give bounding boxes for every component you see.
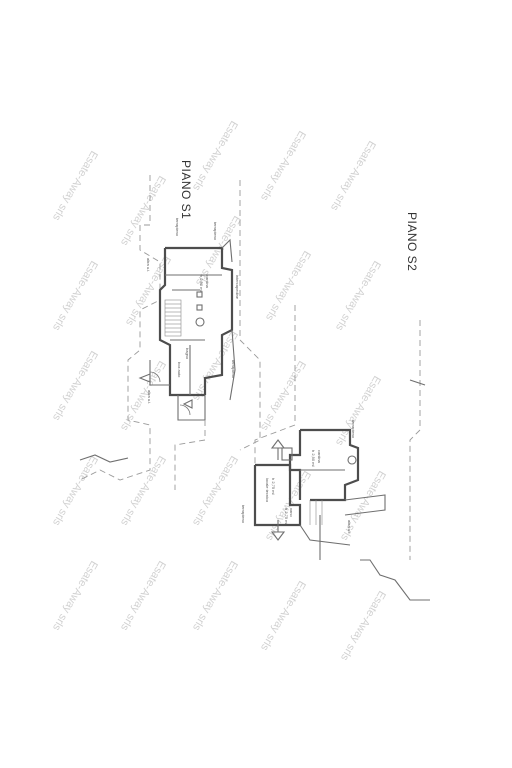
watermark-text: Esate-Away srls (118, 559, 168, 634)
s1-terrapieno-label-3: terrapieno (231, 360, 236, 379)
s1-cantina-height: h 2,90 ml (199, 275, 204, 292)
floor-s1-plan (79, 175, 261, 490)
watermark-text: Esate-Away srls (338, 589, 388, 664)
watermark-text: Esate-Away srls (50, 454, 100, 529)
floor-s1-title: PIANO S1 (179, 160, 193, 219)
s2-locale-height: h 2,75 ml (271, 478, 276, 495)
watermark-text: Esate-Away srls (333, 374, 383, 449)
watermark-text: Esate-Away srls (118, 454, 168, 529)
s2-cantina-label: cantina (317, 450, 322, 464)
watermark-text: Esate-Away srls (118, 359, 168, 434)
s1-terrapieno-label-2: terrapieno (213, 222, 218, 241)
s2-altra-ui-label: altra u.i. (347, 520, 352, 534)
watermark-text: Esate-Away srls (50, 149, 100, 224)
watermark-text: Esate-Away srls (190, 119, 240, 194)
s1-box-auto-label: box auto (177, 362, 182, 378)
s1-bagno-label: bagno (185, 348, 190, 360)
s2-vano-label: vano (289, 508, 294, 517)
watermark-text: Esate-Away srls (338, 469, 388, 544)
watermark-text: Esate-Away srls (258, 579, 308, 654)
watermark-text: Esate-Away srls (263, 249, 313, 324)
s1-terrapieno-label-1: terrapieno (175, 218, 180, 237)
s2-cantina-height: h 2,90 ml (311, 450, 316, 467)
s1-cantina-label: cantina (205, 275, 210, 289)
s2-terrapieno-label-1: terrapieno (351, 420, 356, 439)
watermark-text: Esate-Away srls (190, 454, 240, 529)
watermark-text: Esate-Away srls (190, 559, 240, 634)
watermark-text: Esate-Away srls (328, 139, 378, 214)
watermark-text: Esate-Away srls (50, 349, 100, 424)
watermark-text: Esate-Away srls (258, 129, 308, 204)
s2-locale-tecnico-label: locale tecnico (265, 478, 270, 503)
watermark-text: Esate-Away srls (50, 259, 100, 334)
floor-s2-title: PIANO S2 (405, 212, 419, 271)
s1-altra-ui-label-1: altra u.i. (146, 258, 151, 272)
s2-vano-height: h 2,75 ml (284, 508, 289, 525)
s1-intercapedine-label: intercapedine (235, 275, 240, 300)
s1-altra-ui-label-2: altra u.i. (147, 390, 152, 404)
watermark-text: Esate-Away srls (333, 259, 383, 334)
floor-s2-plan (253, 305, 430, 601)
s2-terrapieno-label-2: terrapieno (241, 505, 246, 524)
watermark-text: Esate-Away srls (258, 359, 308, 434)
watermark-text: Esate-Away srls (50, 559, 100, 634)
watermark-text: Esate-Away srls (118, 174, 168, 249)
